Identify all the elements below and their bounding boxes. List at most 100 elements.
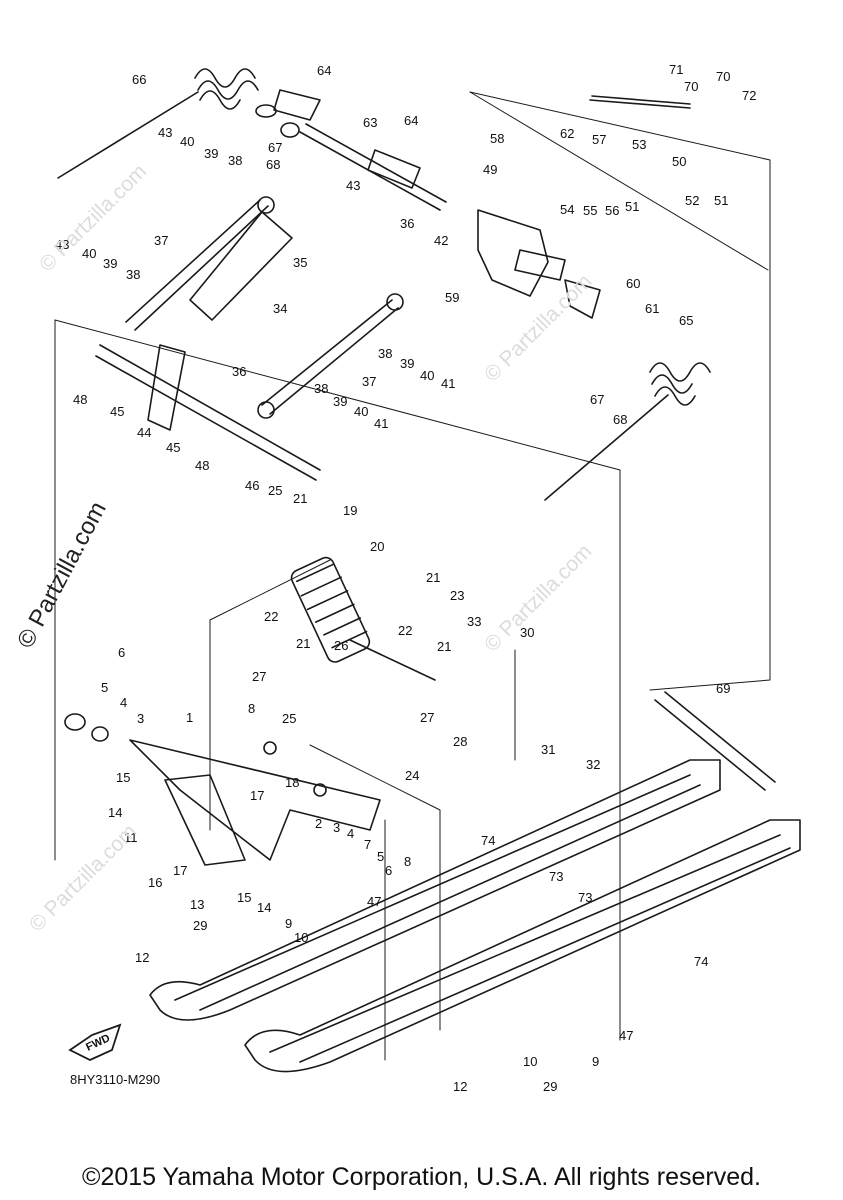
callout-71: 71 [669,62,683,77]
callout-48: 48 [73,392,87,407]
copyright-text: ©2015 Yamaha Motor Corporation, U.S.A. A… [82,1163,761,1191]
callout-25: 25 [268,483,282,498]
callout-37: 37 [154,233,168,248]
callout-67: 67 [268,140,282,155]
callout-11: 11 [124,830,138,845]
callout-41: 41 [441,376,455,391]
callout-2: 2 [315,816,322,831]
callout-45-2: 45 [166,440,180,455]
callout-22-2: 22 [398,623,412,638]
callout-29-2: 29 [543,1079,557,1094]
rear-axle-69 [654,691,776,791]
callout-55: 55 [583,203,597,218]
callout-24: 24 [405,768,419,783]
callout-73: 73 [549,869,563,884]
callout-8-2: 8 [404,854,411,869]
callout-15-2: 15 [237,890,251,905]
callout-66: 66 [132,72,146,87]
callout-36-2: 36 [232,364,246,379]
callout-47-2: 47 [619,1028,633,1043]
callout-44: 44 [137,425,151,440]
callout-28: 28 [453,734,467,749]
callout-27: 27 [252,669,266,684]
callout-65: 65 [679,313,693,328]
callout-6-2: 6 [385,863,392,878]
front-arm-shafts [255,89,447,211]
callout-58: 58 [490,131,504,146]
callout-53: 53 [632,137,646,152]
callout-42: 42 [434,233,448,248]
callout-30: 30 [520,625,534,640]
callout-10-2: 10 [523,1054,537,1069]
callout-14-2: 14 [257,900,271,915]
callout-43-3: 43 [346,178,360,193]
rear-arm [64,713,381,866]
callout-41-2: 41 [374,416,388,431]
callout-64: 64 [317,63,331,78]
callout-12-2: 12 [453,1079,467,1094]
callout-40-3: 40 [420,368,434,383]
callout-47: 47 [367,894,381,909]
callout-72: 72 [742,88,756,103]
callout-25-2: 25 [282,711,296,726]
callout-36: 36 [400,216,414,231]
callout-17: 17 [173,863,187,878]
callout-39-2: 39 [103,256,117,271]
callout-62: 62 [560,126,574,141]
callout-23: 23 [450,588,464,603]
callout-8: 8 [248,701,255,716]
callout-45: 45 [110,404,124,419]
callout-18: 18 [285,775,299,790]
callout-43: 43 [158,125,172,140]
rear-pivot-bracket [477,95,691,319]
fwd-arrow-icon: FWD [68,1023,122,1061]
callout-69: 69 [716,681,730,696]
callout-70: 70 [684,79,698,94]
callout-51-2: 51 [714,193,728,208]
callout-51: 51 [625,199,639,214]
callout-14: 14 [108,805,122,820]
callout-67-2: 67 [590,392,604,407]
callout-7: 7 [364,837,371,852]
callout-27-2: 27 [420,710,434,725]
callout-20: 20 [370,539,384,554]
callout-38: 38 [228,153,242,168]
drawing-code: 8HY3110-M290 [70,1072,161,1087]
torsion-spring-right [544,362,711,501]
front-shock [125,196,293,331]
callout-74: 74 [481,833,495,848]
callout-50: 50 [672,154,686,169]
callout-5-2: 5 [377,849,384,864]
callout-10: 10 [294,930,308,945]
callout-52: 52 [685,193,699,208]
front-links [95,293,404,481]
callout-17-2: 17 [250,788,264,803]
callout-9-2: 9 [592,1054,599,1069]
callout-73-2: 73 [578,890,592,905]
callout-13: 13 [190,897,204,912]
callout-21-3: 21 [426,570,440,585]
callout-56: 56 [605,203,619,218]
callout-12: 12 [135,950,149,965]
callout-43-2: 43 [55,237,69,252]
callout-32: 32 [586,757,600,772]
callout-22: 22 [264,609,278,624]
slide-rail-left [149,759,721,1021]
callout-38-4: 38 [314,381,328,396]
callout-54: 54 [560,202,574,217]
callout-21-2: 21 [296,636,310,651]
callout-39-3: 39 [400,356,414,371]
callout-4: 4 [120,695,127,710]
callout-9: 9 [285,916,292,931]
callout-38-2: 38 [126,267,140,282]
callout-26: 26 [334,638,348,653]
callout-40: 40 [180,134,194,149]
callout-48-2: 48 [195,458,209,473]
callout-40-2: 40 [82,246,96,261]
callout-16: 16 [148,875,162,890]
callout-70-2: 70 [716,69,730,84]
callout-21: 21 [293,491,307,506]
callout-31: 31 [541,742,555,757]
callout-49: 49 [483,162,497,177]
